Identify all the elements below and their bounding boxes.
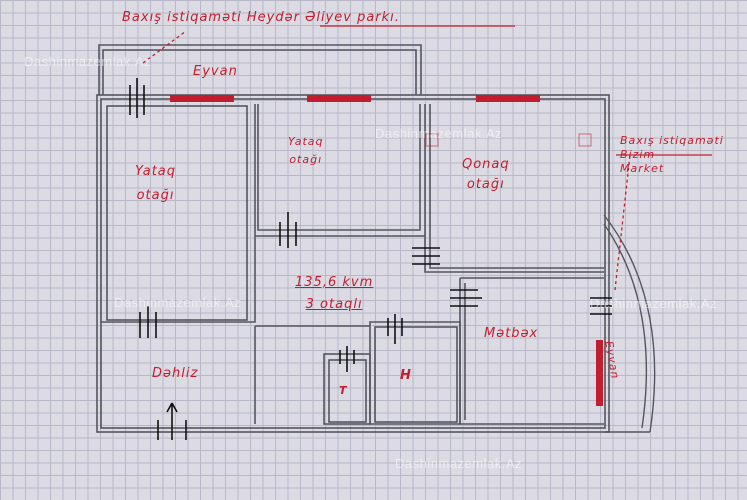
guest-room-line2: otağı: [466, 177, 505, 192]
balcony-top-label: Eyvan: [193, 64, 238, 79]
wc-walls: [369, 321, 461, 425]
side-note-line1: Baxış istiqaməti: [620, 134, 724, 147]
side-note-line3: Market: [620, 162, 665, 175]
window-right: [476, 95, 540, 102]
door-bath: [387, 314, 403, 344]
bedroom-left-walls: [106, 105, 248, 321]
door-balcony-top: [129, 78, 145, 118]
side-note-line2: Bizim: [620, 148, 656, 161]
balcony-side-outline: [603, 214, 656, 433]
door-guest: [412, 247, 440, 265]
watermark: Dashinmazemlak.Az: [114, 295, 241, 310]
bedroom-mid-walls: [257, 104, 421, 231]
door-entrance: [157, 402, 187, 440]
door-kitchen: [450, 289, 482, 307]
side-note: Baxış istiqaməti Bizim Market: [620, 134, 724, 176]
area-label: 135,6 kvm 3 otaqlı: [295, 272, 373, 316]
outer-wall: [96, 94, 610, 433]
door-toilet: [339, 346, 355, 372]
area-rooms: 3 otaqlı: [305, 297, 363, 312]
window-mid: [307, 95, 371, 102]
window-side: [596, 340, 603, 406]
guest-room-label: Qonaq otağı: [462, 155, 510, 195]
window-left: [170, 95, 234, 102]
watermark: Dashinmazemlak.Az: [590, 296, 717, 311]
balcony-top-outline: [98, 44, 422, 95]
bedroom-left-line2: otağı: [136, 188, 175, 203]
view-arrow-park: [142, 30, 187, 64]
header-note: Baxış istiqaməti Heydər Əliyev parkı.: [122, 10, 400, 25]
watermark: Dashinmazemlak.Az: [24, 54, 151, 69]
view-arrow-market: [614, 154, 631, 291]
toilet-label: T: [339, 384, 348, 397]
guest-room-walls: [424, 104, 604, 273]
area-value: 135,6 kvm: [295, 275, 374, 290]
door-bedroom-left: [139, 306, 157, 338]
door-side-balcony: [590, 297, 612, 315]
bedroom-mid-line1: Yataq: [288, 135, 324, 148]
kitchen-walls: [459, 278, 604, 425]
watermark: Dashinmazemlak.Az: [375, 126, 502, 141]
bedroom-mid-line2: otağı: [289, 153, 323, 166]
hallway-label: Dəhliz: [152, 366, 199, 381]
kitchen-label: Mətbəx: [484, 326, 539, 341]
bath-label: H: [400, 368, 412, 383]
door-bedroom-mid: [279, 212, 297, 248]
bedroom-left-label: Yataq otağı: [135, 160, 176, 208]
guest-room-line1: Qonaq: [462, 157, 510, 172]
bedroom-mid-label: Yataq otağı: [288, 133, 324, 169]
bedroom-left-line1: Yataq: [135, 164, 177, 179]
watermark: Dashinmazemlak.Az: [395, 456, 522, 471]
